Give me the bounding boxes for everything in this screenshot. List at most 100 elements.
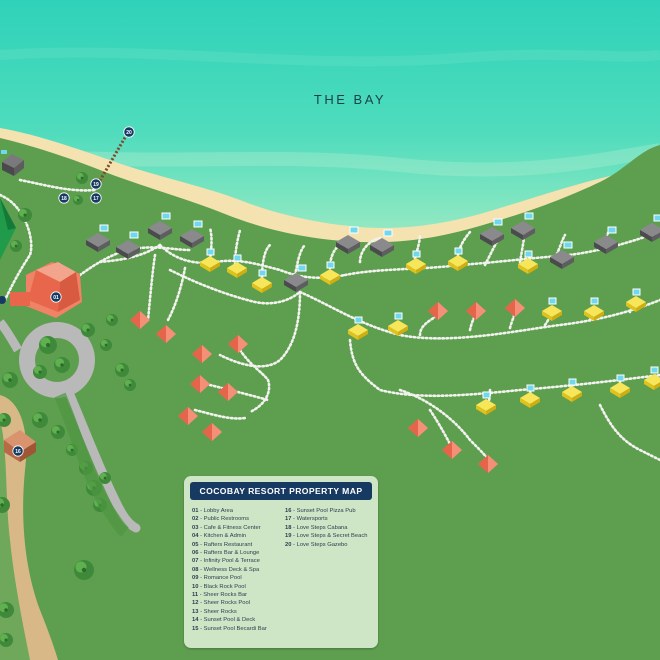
villa-coral[interactable] — [218, 383, 238, 401]
villa-yellow[interactable] — [200, 248, 220, 272]
villa-coral[interactable] — [202, 423, 222, 441]
villa-coral[interactable] — [228, 335, 248, 353]
legend-item: 06 - Rafters Bar & Lounge — [192, 549, 285, 557]
sunset-pub-hut[interactable] — [4, 430, 36, 462]
legend-item-number: 01 — [192, 508, 199, 514]
villa-gray[interactable] — [180, 220, 204, 248]
villa-gray[interactable] — [511, 212, 535, 240]
villa-yellow[interactable] — [562, 378, 582, 402]
legend-item-name: - Sheer Rocks Bar — [198, 592, 248, 599]
legend-item: 10 - Black Rock Pool — [192, 583, 285, 591]
villa-yellow[interactable] — [520, 384, 540, 408]
legend-item-number: 06 — [192, 550, 199, 557]
villa-coral[interactable] — [190, 375, 210, 393]
palm-tree — [39, 336, 57, 354]
villa-yellow[interactable] — [644, 366, 660, 390]
villa-gray[interactable] — [284, 264, 308, 292]
palm-tree — [0, 497, 10, 513]
palm-tree — [32, 412, 48, 428]
legend-item: 03 - Cafe & Fitness Center — [192, 524, 285, 532]
villa-yellow[interactable] — [320, 261, 340, 285]
villa-yellow[interactable] — [252, 269, 272, 293]
palm-tree — [99, 472, 111, 484]
palm-tree — [100, 339, 112, 351]
legend-item: 04 - Kitchen & Admin — [192, 532, 285, 540]
map-marker-label: 20 — [126, 130, 132, 136]
legend-item-number: 20 — [284, 541, 292, 548]
villa-coral[interactable] — [428, 302, 448, 320]
villa-gray[interactable] — [370, 229, 394, 257]
property-map-legend: COCOBAY RESORT PROPERTY MAP 01 - Lobby A… — [184, 476, 378, 648]
villa-coral[interactable] — [442, 441, 462, 459]
villa-gray[interactable] — [480, 218, 504, 246]
legend-item-name: - Sunset Pool Becardi Bar — [198, 625, 267, 632]
map-marker-01[interactable]: 01 — [50, 291, 62, 303]
map-marker-16[interactable]: 16 — [12, 445, 24, 457]
villa-gray[interactable] — [86, 224, 110, 252]
map-marker-19[interactable]: 19 — [90, 178, 102, 190]
legend-item-number: 19 — [284, 533, 292, 540]
villa-coral[interactable] — [130, 311, 150, 329]
villa-gray[interactable] — [336, 226, 360, 254]
villa-coral[interactable] — [178, 407, 198, 425]
legend-item: 01 - Lobby Area — [192, 507, 285, 515]
map-marker-label: 17 — [93, 196, 99, 202]
water-wave — [0, 47, 660, 67]
villa-yellow[interactable] — [584, 297, 604, 321]
villa-coral[interactable] — [478, 455, 498, 473]
promenade-lawn — [0, 420, 30, 660]
villa-yellow[interactable] — [348, 316, 368, 340]
green-pavilion[interactable] — [0, 198, 16, 260]
villa-yellow[interactable] — [542, 297, 562, 321]
lobby-building[interactable] — [10, 262, 82, 318]
villa-yellow[interactable] — [227, 254, 247, 278]
palm-tree — [73, 195, 83, 205]
beach-cabanas[interactable] — [1, 150, 24, 176]
map-marker-20[interactable]: 20 — [123, 126, 135, 138]
tree-cluster — [0, 172, 136, 647]
map-marker[interactable] — [0, 296, 6, 304]
villa-coral[interactable] — [408, 419, 428, 437]
legend-item-name: - Sunset Pool Pizza Pub — [291, 508, 356, 514]
villa-yellow[interactable] — [626, 288, 646, 312]
villa-coral[interactable] — [466, 302, 486, 320]
villa-gray[interactable] — [148, 212, 172, 240]
legend-item-name: - Black Rock Pool — [198, 583, 246, 590]
walking-paths — [0, 178, 660, 464]
palm-tree — [2, 372, 18, 388]
villa-yellow[interactable] — [518, 250, 538, 274]
villa-coral[interactable] — [156, 325, 176, 343]
villa-gray[interactable] — [640, 214, 660, 242]
map-marker-17[interactable]: 17 — [90, 192, 102, 204]
map-marker-label: 01 — [53, 295, 59, 301]
palm-tree — [81, 323, 95, 337]
villa-yellow[interactable] — [476, 391, 496, 415]
villa-gray[interactable] — [116, 231, 140, 259]
legend-item-number: 11 — [192, 592, 199, 599]
legend-item-number: 09 — [192, 575, 199, 582]
legend-item: 18 - Love Steps Cabana — [285, 524, 374, 532]
palm-tree — [106, 314, 118, 326]
bay-label: THE BAY — [313, 92, 387, 107]
villa-gray[interactable] — [594, 226, 618, 254]
legend-item-number: 13 — [192, 608, 199, 615]
map-marker-18[interactable]: 18 — [58, 192, 70, 204]
legend-item: 12 - Sheer Rocks Pool — [192, 599, 285, 607]
villa-coral[interactable] — [505, 299, 525, 317]
villa-gray[interactable] — [550, 241, 574, 269]
legend-item: 02 - Public Restrooms — [192, 515, 285, 523]
legend-item: 09 - Romance Pool — [192, 574, 285, 582]
palm-tree — [0, 413, 11, 427]
legend-item-number: 14 — [192, 617, 199, 624]
legend-item-number: 10 — [192, 583, 199, 590]
legend-item-name: - Sheer Rocks — [198, 608, 237, 615]
legend-item: 14 - Sunset Pool & Deck — [192, 616, 285, 624]
villa-coral[interactable] — [192, 345, 212, 363]
villa-yellow[interactable] — [610, 374, 630, 398]
legend-item-number: 16 — [284, 508, 292, 514]
villa-yellow[interactable] — [388, 312, 408, 336]
villa-yellow[interactable] — [406, 250, 426, 274]
villa-yellow[interactable] — [448, 247, 468, 271]
palm-tree — [33, 365, 47, 379]
